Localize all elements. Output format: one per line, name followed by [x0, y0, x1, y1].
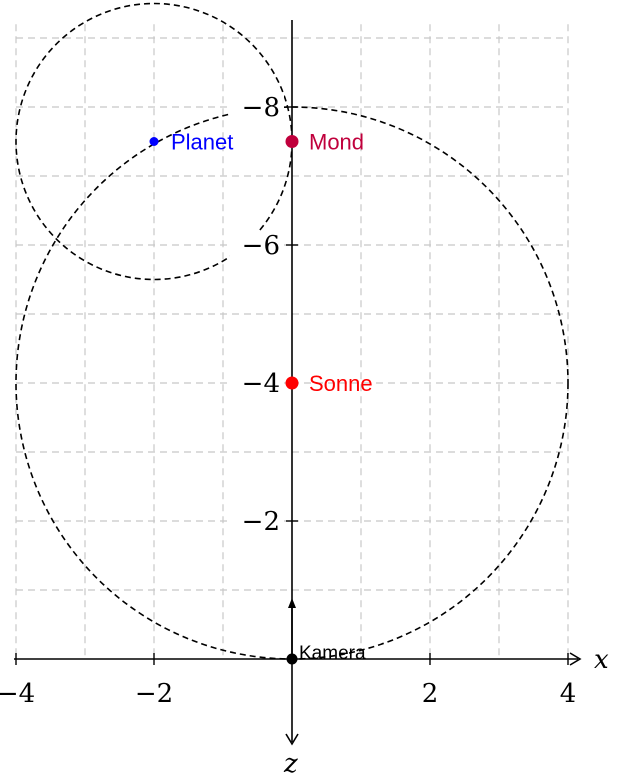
- z-tick-label-background: [230, 507, 284, 535]
- sonne-label: Sonne: [309, 371, 373, 396]
- z-axis-arrowhead: [285, 733, 299, 746]
- z-tick-label: −2: [242, 507, 280, 537]
- z-tick-label-background: [230, 369, 284, 397]
- x-axis-name: x: [594, 645, 609, 675]
- mond-label: Mond: [309, 130, 364, 155]
- planet-label: Planet: [171, 130, 233, 155]
- mond-point: [285, 135, 299, 148]
- z-axis-name: z: [283, 749, 298, 779]
- camera-direction-arrowhead: [288, 598, 296, 608]
- ticks: −4 −2 2 4 −8 −6 −4 −2: [0, 93, 576, 709]
- z-tick-label: −4: [242, 369, 280, 399]
- z-tick-label: −6: [242, 231, 280, 261]
- kamera-point: [286, 653, 298, 665]
- x-axis-arrowhead: [569, 652, 582, 666]
- z-tick-label-background: [230, 231, 284, 259]
- z-tick-label: −8: [242, 93, 280, 123]
- x-tick-label: 4: [560, 679, 577, 709]
- kamera-label: Kamera: [299, 643, 366, 664]
- x-tick-label: −2: [135, 679, 173, 709]
- z-tick-label-background: [230, 93, 284, 121]
- x-tick-label: −4: [0, 679, 35, 709]
- planet-point: [149, 137, 159, 146]
- sonne-point: [285, 376, 299, 390]
- x-tick-label: 2: [422, 679, 439, 709]
